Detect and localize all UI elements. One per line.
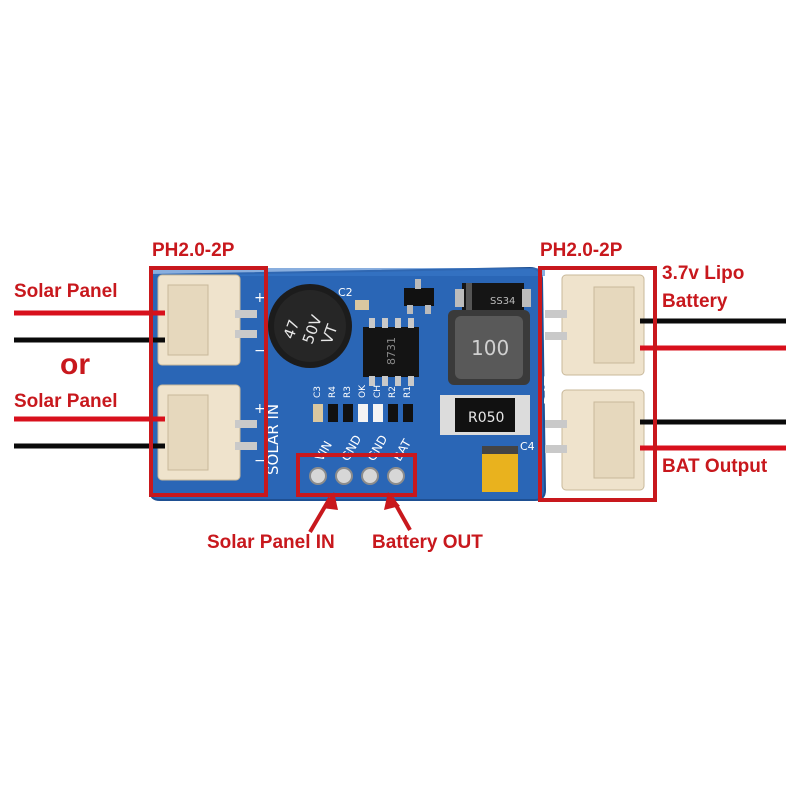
designator-label: R2 xyxy=(388,386,398,398)
label-lipo-line2: Battery xyxy=(662,291,728,312)
diode-ss34: SS34 xyxy=(455,283,531,313)
arrow-solar-in-head xyxy=(322,492,338,510)
header-pin xyxy=(387,467,405,485)
label-battery-out: Battery OUT xyxy=(372,532,483,553)
label-or: or xyxy=(60,348,90,381)
inductor: 100 xyxy=(448,310,530,385)
left-connector-top xyxy=(157,274,257,366)
right-top-minus: − xyxy=(547,288,559,304)
annotation-boxes xyxy=(149,266,657,502)
connector-type-right: PH2.0-2P xyxy=(540,240,623,261)
header-pin xyxy=(309,467,327,485)
wires xyxy=(14,310,786,451)
silk-solar-in: SOLAR IN xyxy=(264,404,282,475)
label-solar-panel-in: Solar Panel IN xyxy=(207,532,335,553)
electrolytic-capacitor: 47 50V VT xyxy=(268,284,352,368)
label-lipo-line1: 3.7v Lipo xyxy=(662,263,745,284)
left-bottom-minus: − xyxy=(254,453,266,469)
header-pin xyxy=(335,467,353,485)
label-bat-output: BAT Output xyxy=(662,456,768,477)
shunt-label: R050 xyxy=(468,410,504,426)
cap-c2-label: C2 xyxy=(338,286,353,299)
diode-label: SS34 xyxy=(490,296,515,307)
designator-label: R4 xyxy=(328,386,338,398)
designator-label: R1 xyxy=(403,386,413,398)
designator-label: C3 xyxy=(313,386,323,398)
charger-ic: 8731 xyxy=(363,318,419,386)
right-connector-top xyxy=(545,274,645,376)
sot23-transistor xyxy=(404,279,434,314)
designator-label: OK xyxy=(358,384,368,398)
shunt-resistor: R050 xyxy=(440,395,530,435)
inductor-label: 100 xyxy=(471,336,509,360)
header-highlight xyxy=(296,453,417,497)
header-pin xyxy=(361,467,379,485)
label-solar-panel-2: Solar Panel xyxy=(14,391,118,412)
ic-label: 8731 xyxy=(385,337,398,365)
right-connector-highlight xyxy=(538,266,657,502)
left-top-minus: − xyxy=(254,343,266,359)
designator-labels: C3 R4 R3 OK CH R2 R1 xyxy=(313,384,413,398)
cap-series: VT xyxy=(318,321,342,346)
silk-bat: BAT xyxy=(541,376,559,405)
arrows xyxy=(308,492,412,534)
cap-c4-label: C4 xyxy=(520,440,535,453)
left-connector-bottom xyxy=(157,384,257,481)
right-connector-bottom xyxy=(545,389,645,491)
right-bottom-minus: − xyxy=(547,456,559,472)
smd-components xyxy=(313,404,413,422)
left-top-plus: + xyxy=(254,290,266,306)
cap-value: 47 xyxy=(280,317,303,341)
tantalum-capacitor: C4 xyxy=(482,440,535,492)
left-connector-highlight xyxy=(149,266,268,497)
connector-type-left: PH2.0-2P xyxy=(152,240,235,261)
arrow-battery-out-head xyxy=(384,492,400,510)
right-bottom-plus: + xyxy=(547,403,559,419)
designator-label: CH xyxy=(373,385,383,398)
right-top-plus: + xyxy=(547,340,559,356)
left-bottom-plus: + xyxy=(254,401,266,417)
designator-label: R3 xyxy=(343,386,353,398)
label-solar-panel-1: Solar Panel xyxy=(14,281,118,302)
